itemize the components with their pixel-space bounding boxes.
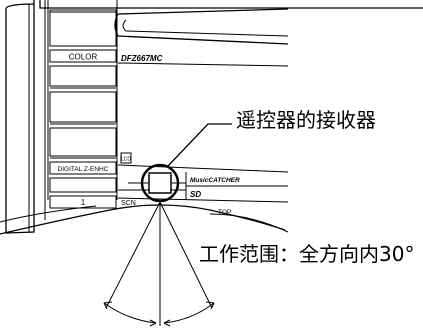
one-button-label: 1 <box>81 198 86 207</box>
top-button-label: TOP <box>218 209 231 216</box>
range-lines <box>105 201 213 326</box>
button-slot-2 <box>49 65 117 89</box>
small-logo-text: LCD <box>121 157 131 163</box>
sd-logo: SD <box>190 190 201 199</box>
range-callout-label: 工作范围：全方向内30° <box>199 242 415 266</box>
one-button: 1 <box>49 195 117 209</box>
receiver-leader-line <box>167 123 232 167</box>
device-outer-frame <box>5 0 423 234</box>
display-slot-inner <box>122 19 289 37</box>
button-slot-1 <box>49 9 117 47</box>
digital-button: DIGITAL Z-ENHC <box>49 161 117 175</box>
range-arc-left <box>103 302 157 324</box>
music-catcher-logo: MusicCATCHER <box>190 177 240 184</box>
receiver-callout-label: 遥控器的接收器 <box>236 108 376 132</box>
digital-button-label: DIGITAL Z-ENHC <box>58 166 109 173</box>
button-slot-4 <box>49 127 117 159</box>
panel-base-arc <box>0 204 286 235</box>
small-logo-mark <box>120 152 132 164</box>
button-slot-5 <box>49 177 117 193</box>
range-arc-right <box>163 302 215 324</box>
display-slot-upper <box>114 8 289 45</box>
color-button: COLOR <box>49 49 117 63</box>
button-slot-3 <box>49 91 117 125</box>
color-button-label: COLOR <box>69 53 98 62</box>
model-number: DFZ667MC <box>121 54 163 63</box>
receiver-window <box>148 172 172 194</box>
scn-button-label: SCN <box>121 200 136 207</box>
